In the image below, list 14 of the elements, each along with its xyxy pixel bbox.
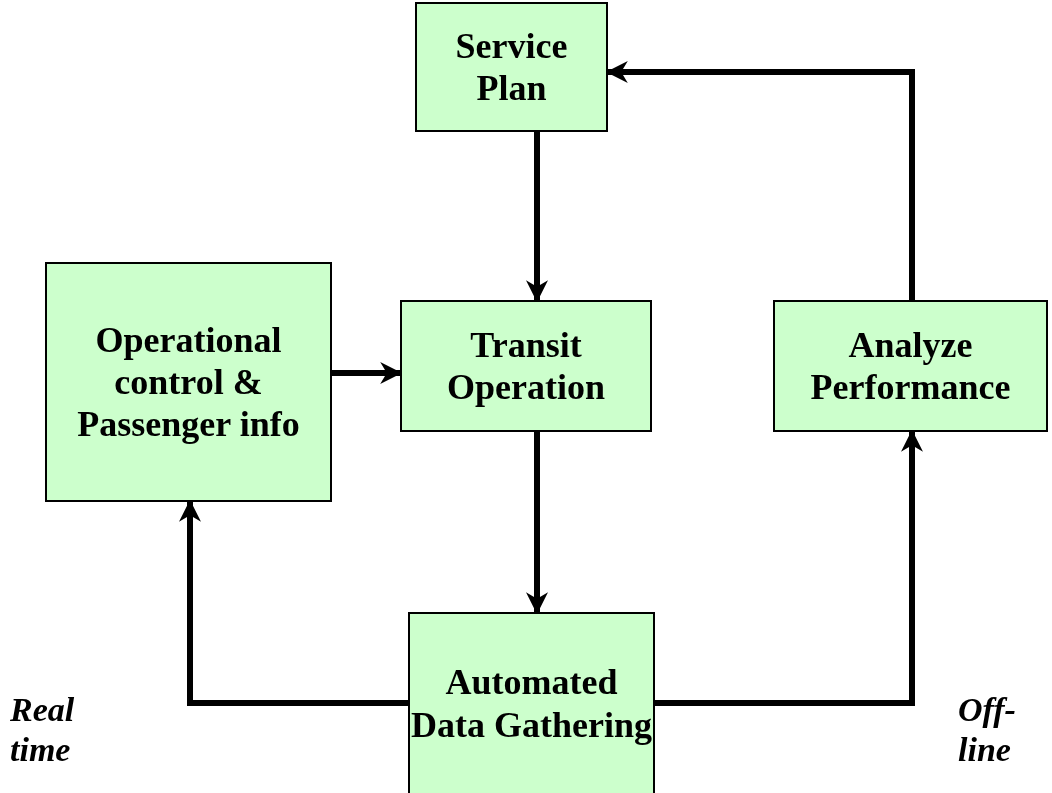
mode-label: Off-line (958, 690, 1017, 770)
process-box (415, 2, 608, 132)
box-label: Operational control & Passenger info (76, 318, 301, 446)
box-label: Transit Operation (446, 323, 606, 409)
process-box (400, 300, 652, 432)
arrow (526, 132, 548, 303)
process-box (773, 300, 1048, 432)
arrow (526, 432, 548, 615)
process-box (408, 612, 655, 793)
mode-label: Real time (10, 690, 76, 770)
box-label: Analyze Performance (809, 323, 1012, 409)
box-label: Automated Data Gathering (410, 661, 653, 746)
box-label: Service Plan (454, 24, 569, 110)
process-box (45, 262, 332, 502)
